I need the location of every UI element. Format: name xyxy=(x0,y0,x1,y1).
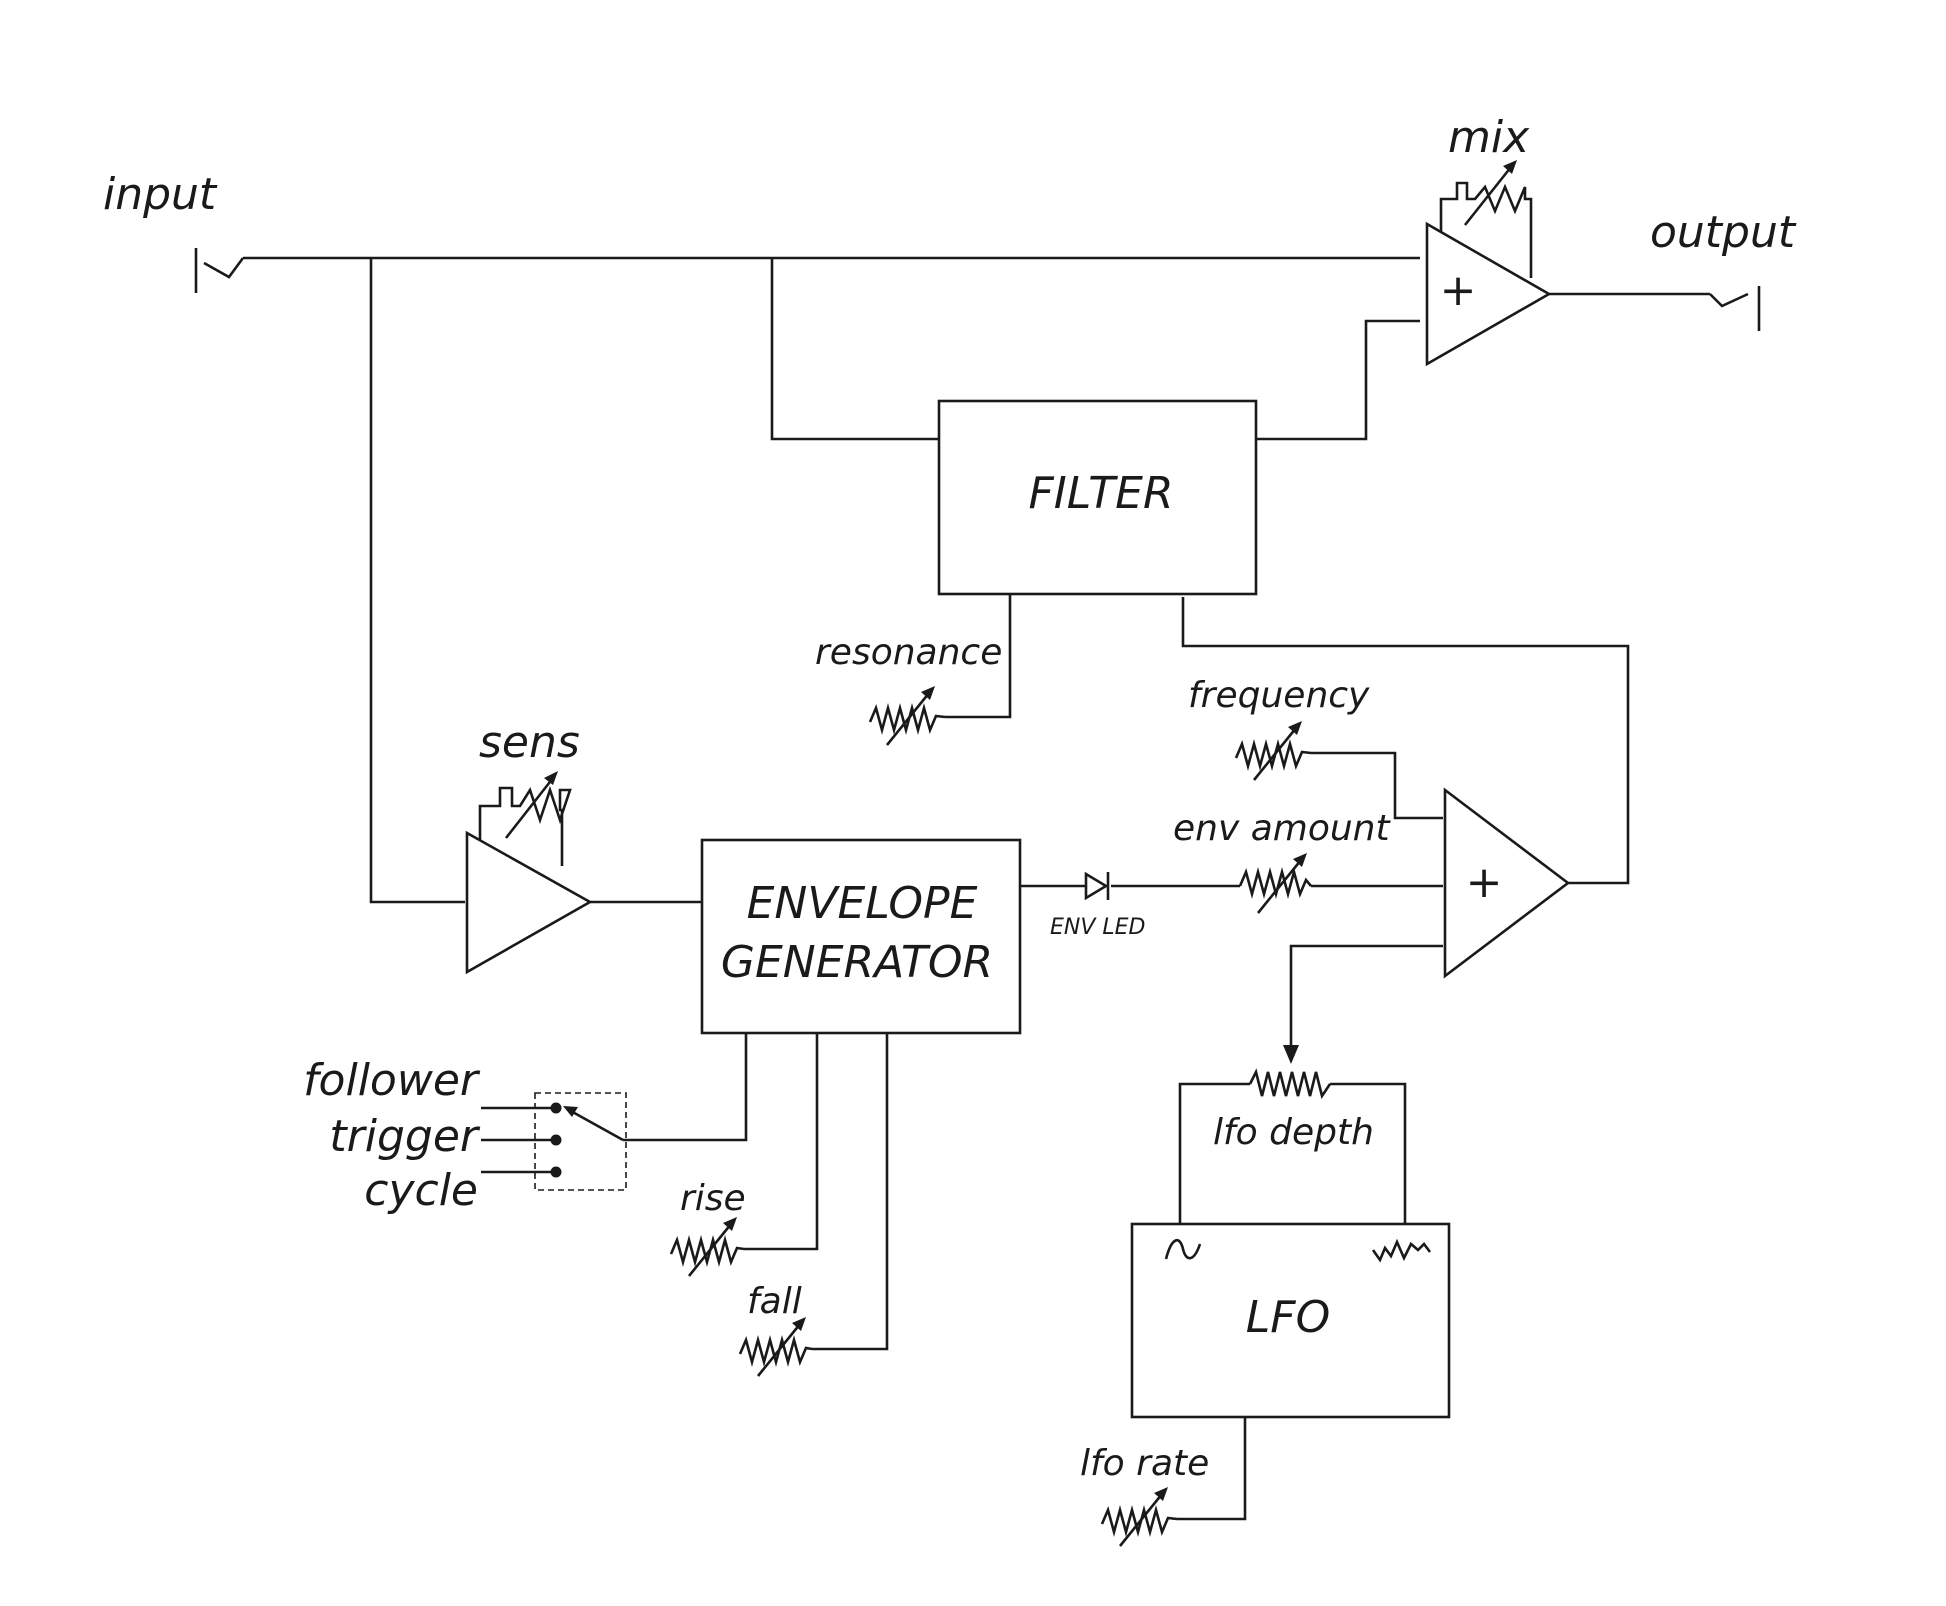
wire-input-to-sens xyxy=(369,258,465,904)
three-position-switch-icon[interactable] xyxy=(534,1092,627,1191)
filter-label: FILTER xyxy=(1028,468,1173,519)
labels: input output mix sens resonance frequenc… xyxy=(103,112,1797,1484)
wire-lfo-depth-right xyxy=(1330,1082,1407,1224)
wiper-arrow xyxy=(1283,1045,1299,1064)
follower-label: follower xyxy=(303,1055,481,1106)
lfo-block: LFO xyxy=(1130,1222,1451,1419)
wire-lfo-depth-left xyxy=(1178,1082,1250,1224)
lfo-rate-label: lfo rate xyxy=(1080,1443,1209,1484)
diode-icon xyxy=(1084,871,1110,901)
wire-summer-to-filter xyxy=(1181,597,1630,885)
wire-resonance-to-filter xyxy=(945,595,1012,719)
cycle-label: cycle xyxy=(364,1165,478,1216)
rise-label: rise xyxy=(680,1178,746,1219)
wire-switch-to-envelope xyxy=(623,1034,748,1142)
wire-input-to-filter xyxy=(770,258,939,441)
env-amount-label: env amount xyxy=(1173,808,1392,849)
mixer-amplifier: + xyxy=(1425,160,1552,367)
rise-pot-icon[interactable] xyxy=(669,1217,745,1277)
env-led-label: ENV LED xyxy=(1050,915,1146,940)
mix-label: mix xyxy=(1448,112,1530,163)
lfo-depth-pot-icon[interactable] xyxy=(1248,1068,1332,1100)
frequency-label: frequency xyxy=(1188,675,1370,716)
wire-frequency-to-summer xyxy=(1311,751,1443,820)
random-wave-icon xyxy=(1371,1238,1432,1263)
filter-block: FILTER xyxy=(937,399,1258,596)
envelope-label-line2: GENERATOR xyxy=(721,937,993,988)
env-amount-pot-icon[interactable] xyxy=(1238,853,1312,914)
wire-lforate-to-lfo xyxy=(1177,1418,1247,1521)
fall-pot-icon[interactable] xyxy=(738,1317,813,1377)
summer-sign: + xyxy=(1466,857,1503,908)
switch-contact-trigger xyxy=(550,1134,562,1146)
envelope-label-line1: ENVELOPE xyxy=(747,878,978,929)
fall-label: fall xyxy=(747,1281,802,1322)
switch-contact-cycle xyxy=(550,1166,562,1178)
lfo-depth-label: lfo depth xyxy=(1213,1112,1374,1153)
wires xyxy=(243,256,1710,1521)
wire-fall-to-envelope xyxy=(812,1034,889,1351)
trigger-label: trigger xyxy=(329,1111,480,1162)
wire-rise-to-envelope xyxy=(744,1034,819,1251)
sine-wave-icon xyxy=(1164,1239,1202,1260)
lfo-label: LFO xyxy=(1246,1292,1330,1343)
frequency-pot-icon[interactable] xyxy=(1234,721,1312,781)
summer-amplifier: + xyxy=(1443,787,1571,979)
switch-contact-follower xyxy=(550,1102,562,1114)
resonance-label: resonance xyxy=(815,632,1002,673)
output-label: output xyxy=(1650,207,1797,258)
input-jack-icon xyxy=(194,248,245,293)
mixer-sign: + xyxy=(1440,265,1477,316)
resonance-pot-icon[interactable] xyxy=(868,686,946,746)
lfo-rate-pot-icon[interactable] xyxy=(1100,1487,1178,1547)
wire-lfodepth-to-summer xyxy=(1289,944,1443,1054)
input-label: input xyxy=(103,169,218,220)
sens-label: sens xyxy=(479,717,580,768)
sens-amplifier xyxy=(465,771,593,975)
envelope-generator-block: ENVELOPE GENERATOR xyxy=(700,838,1022,1035)
output-jack-icon xyxy=(1709,286,1761,331)
wire-filter-to-mixer xyxy=(1256,319,1420,441)
